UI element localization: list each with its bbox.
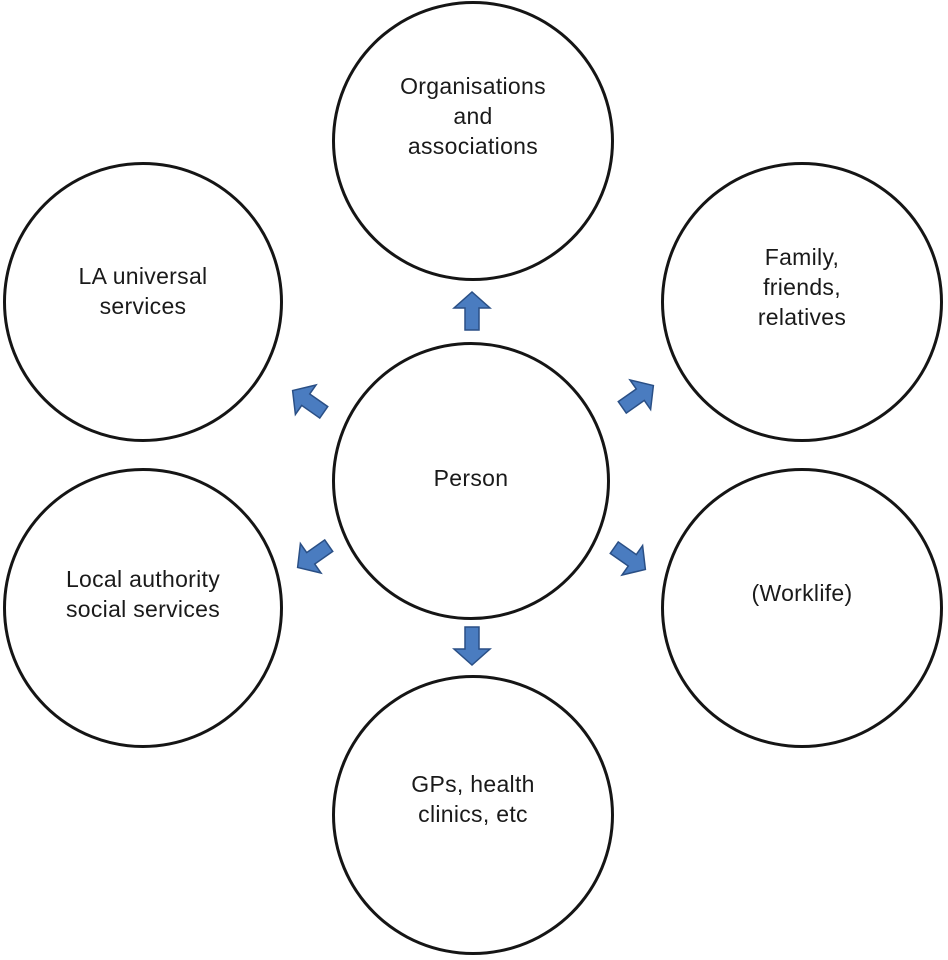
gps-health-node: GPs, health clinics, etc — [332, 675, 614, 955]
arrow-to-worklife — [609, 540, 647, 577]
arrow-to-local-authority — [296, 538, 334, 575]
organisations-node: Organisations and associations — [332, 1, 614, 281]
person-label: Person — [433, 465, 509, 491]
arrow-to-organisations — [452, 290, 492, 331]
arrow-to-family — [617, 378, 655, 415]
la-universal-services-node: LA universal services — [3, 162, 283, 442]
gps-health-label: GPs, health clinics, etc — [411, 771, 535, 827]
worklife-node: (Worklife) — [661, 468, 943, 748]
family-friends-label: Family, friends, relatives — [757, 244, 847, 330]
arrow-to-la-universal — [291, 383, 329, 420]
person-node: Person — [332, 342, 610, 620]
organisations-label: Organisations and associations — [400, 73, 546, 159]
family-friends-node: Family, friends, relatives — [661, 162, 943, 442]
arrow-to-gps — [452, 626, 492, 667]
la-universal-services-label: LA universal services — [78, 263, 208, 319]
local-authority-label: Local authority social services — [65, 566, 221, 622]
local-authority-node: Local authority social services — [3, 468, 283, 748]
worklife-label: (Worklife) — [751, 580, 853, 606]
